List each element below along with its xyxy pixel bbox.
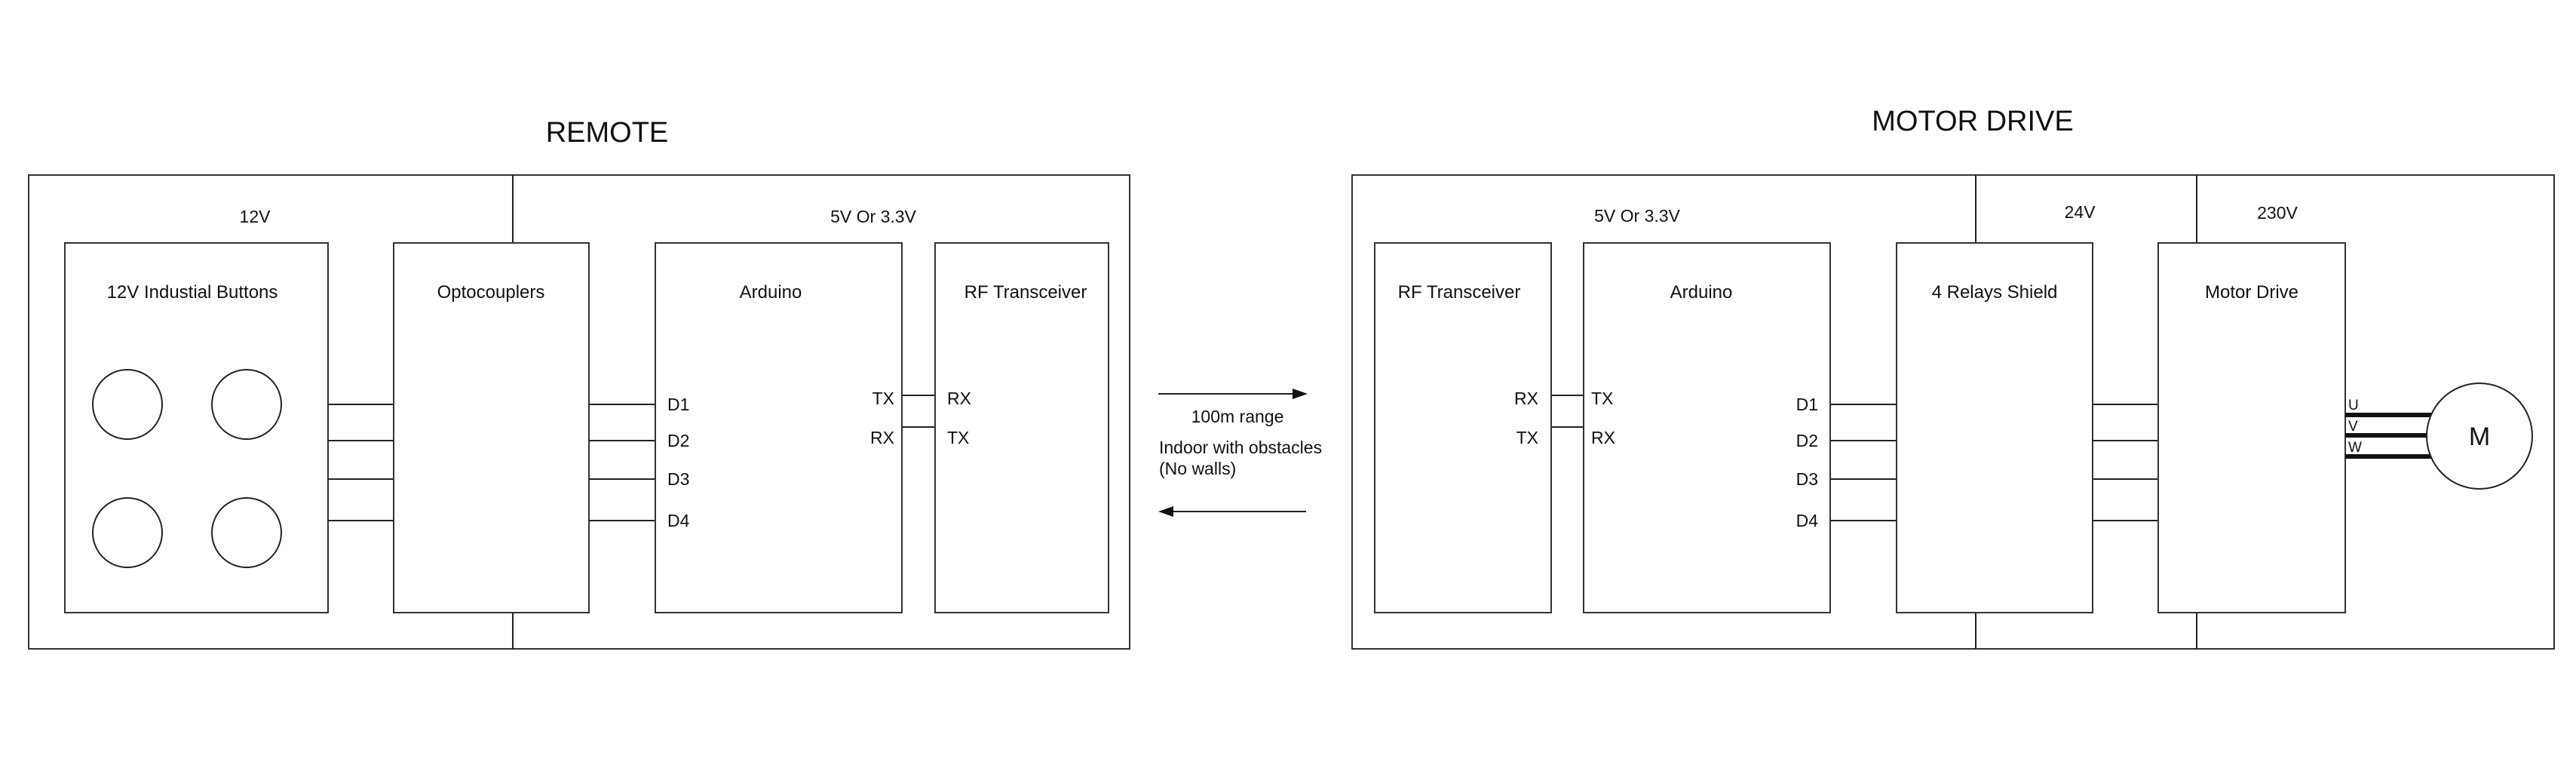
motor-arduino-pin-tx: TX <box>1591 389 1613 408</box>
remote-voltage-logic: 5V Or 3.3V <box>830 207 916 226</box>
industrial-button-2 <box>211 369 282 440</box>
phase-label-u: U <box>2348 398 2359 413</box>
motor-arduino-pin-rx: RX <box>1591 428 1615 447</box>
motor-arduino-label: Arduino <box>1670 282 1733 303</box>
phase-label-w: W <box>2348 440 2362 456</box>
motor-rf-label: RF Transceiver <box>1398 282 1521 303</box>
motor-arduino-block <box>1583 242 1831 613</box>
remote-arduino-block <box>655 242 903 613</box>
industrial-button-4 <box>211 497 282 568</box>
industrial-button-3 <box>92 497 163 568</box>
motor-drive-block <box>2157 242 2346 613</box>
motor-voltage-230v: 230V <box>2257 203 2298 223</box>
motor-section: MOTOR DRIVE 5V Or 3.3V 24V 230V RF Trans… <box>1351 106 2555 650</box>
remote-rf-pin-rx: RX <box>947 389 971 408</box>
motor-title: MOTOR DRIVE <box>1872 106 2073 137</box>
motor-symbol-circle <box>2426 383 2533 490</box>
motor-arduino-pin-d3: D3 <box>1796 469 1818 489</box>
remote-rf-block <box>934 242 1109 613</box>
motor-rf-pin-rx: RX <box>1514 389 1538 408</box>
remote-frame <box>28 174 1130 650</box>
remote-arduino-pin-d1: D1 <box>667 395 689 414</box>
link-range-label: 100m range <box>1191 407 1284 426</box>
remote-section: REMOTE 12V 5V Or 3.3V 12V Industial Butt… <box>28 117 1130 650</box>
link-arrow-right-head <box>1293 389 1308 399</box>
motor-rf-pin-tx: TX <box>1516 428 1538 447</box>
motor-arduino-pin-d4: D4 <box>1796 511 1819 530</box>
phase-label-v: V <box>2348 419 2358 435</box>
wireless-link: 100m range Indoor with obstacles (No wal… <box>1158 389 1322 517</box>
motor-voltage-24v: 24V <box>2065 202 2096 222</box>
remote-rf-pin-tx: TX <box>947 428 969 447</box>
motor-relays-label: 4 Relays Shield <box>1932 282 2058 303</box>
motor-rf-block <box>1374 242 1552 613</box>
motor-arduino-pin-d1: D1 <box>1796 395 1818 414</box>
motor-voltage-logic: 5V Or 3.3V <box>1594 206 1680 226</box>
remote-buttons-label: 12V Industial Buttons <box>107 282 278 303</box>
remote-optocouplers-block <box>393 242 590 613</box>
remote-rf-label: RF Transceiver <box>964 282 1087 303</box>
motor-symbol-label: M <box>2469 423 2490 451</box>
motor-frame <box>1351 174 2555 650</box>
motor-relays-block <box>1896 242 2093 613</box>
remote-voltage-12v: 12V <box>240 207 271 226</box>
link-note-line2: (No walls) <box>1159 459 1236 478</box>
motor-arduino-pin-d2: D2 <box>1796 431 1818 450</box>
industrial-button-1 <box>92 369 163 440</box>
remote-arduino-pin-tx: TX <box>872 389 894 408</box>
remote-arduino-pin-rx: RX <box>870 428 894 447</box>
link-arrow-left-head <box>1158 506 1173 517</box>
remote-arduino-pin-d4: D4 <box>667 511 690 530</box>
remote-arduino-pin-d3: D3 <box>667 469 689 489</box>
motor-drive-label: Motor Drive <box>2205 282 2298 303</box>
remote-title: REMOTE <box>546 117 669 149</box>
remote-optocouplers-label: Optocouplers <box>437 282 545 303</box>
remote-arduino-pin-d2: D2 <box>667 431 689 450</box>
link-note-line1: Indoor with obstacles <box>1159 438 1322 457</box>
remote-arduino-label: Arduino <box>740 282 802 303</box>
